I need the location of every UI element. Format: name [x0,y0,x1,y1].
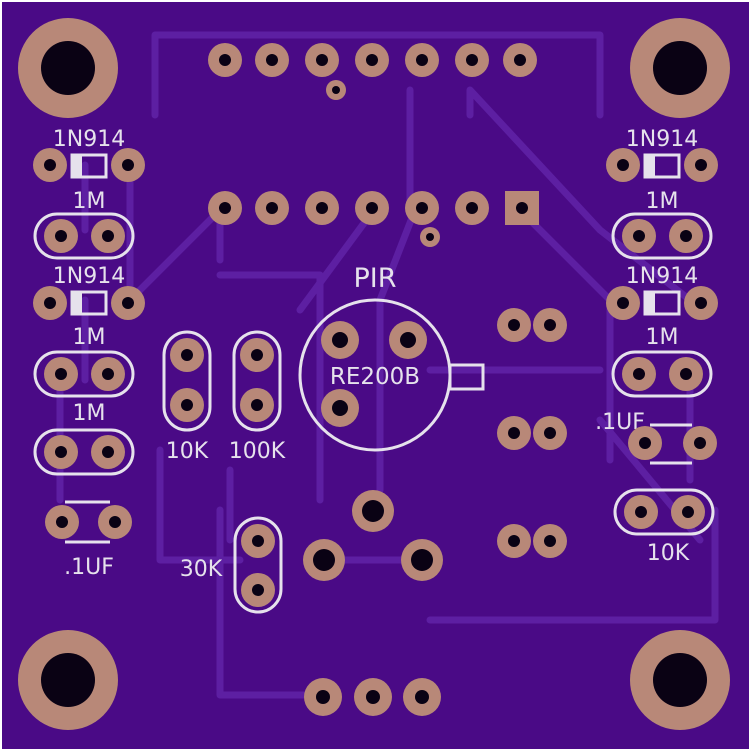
ic-header-top-row [208,43,537,77]
pad-pair-3 [497,524,567,558]
bottom-connector [304,678,441,716]
diode-d2 [33,286,145,320]
label-r2: 1M [73,325,106,350]
resistor-30k [233,516,283,614]
via-mid [420,227,440,247]
mounting-hole-bottom-right [630,630,730,730]
label-100k: 100K [229,439,286,464]
label-10k-right: 10K [647,541,690,566]
resistor-r3 [33,428,135,476]
label-10k-left: 10K [166,439,209,464]
diode-d3 [606,148,718,182]
mounting-hole-bottom-left [18,630,118,730]
resistor-r1 [33,212,135,260]
pad-pair-2 [497,416,567,450]
diode-d1 [33,148,145,182]
label-r3: 1M [73,401,106,426]
pir-sensor [298,298,485,452]
label-r5: 1M [646,325,679,350]
label-pir-title: PIR [353,263,396,294]
label-d4: 1N914 [626,264,698,289]
resistor-100k [232,330,282,432]
label-r1: 1M [73,189,106,214]
label-r4: 1M [646,189,679,214]
label-pir-part: RE200B [330,364,420,390]
capacitor-c2 [628,423,717,465]
label-d2: 1N914 [53,264,125,289]
mounting-hole-top-left [18,18,118,118]
label-d1: 1N914 [53,127,125,152]
trimmer-pads [303,490,443,581]
label-30k: 30K [180,557,223,582]
pad-pair-1 [497,308,567,342]
mounting-hole-top-right [630,18,730,118]
resistor-r4 [611,212,713,260]
via-top [326,80,346,100]
label-c1: .1UF [64,555,114,580]
diode-d4 [606,286,718,320]
label-d3: 1N914 [626,127,698,152]
resistor-r5 [611,350,713,398]
resistor-10k-left [162,330,212,432]
resistor-r2 [33,350,135,398]
ic-header-bottom-row [208,191,539,225]
capacitor-c1 [45,500,132,544]
resistor-10k-right [613,488,715,536]
